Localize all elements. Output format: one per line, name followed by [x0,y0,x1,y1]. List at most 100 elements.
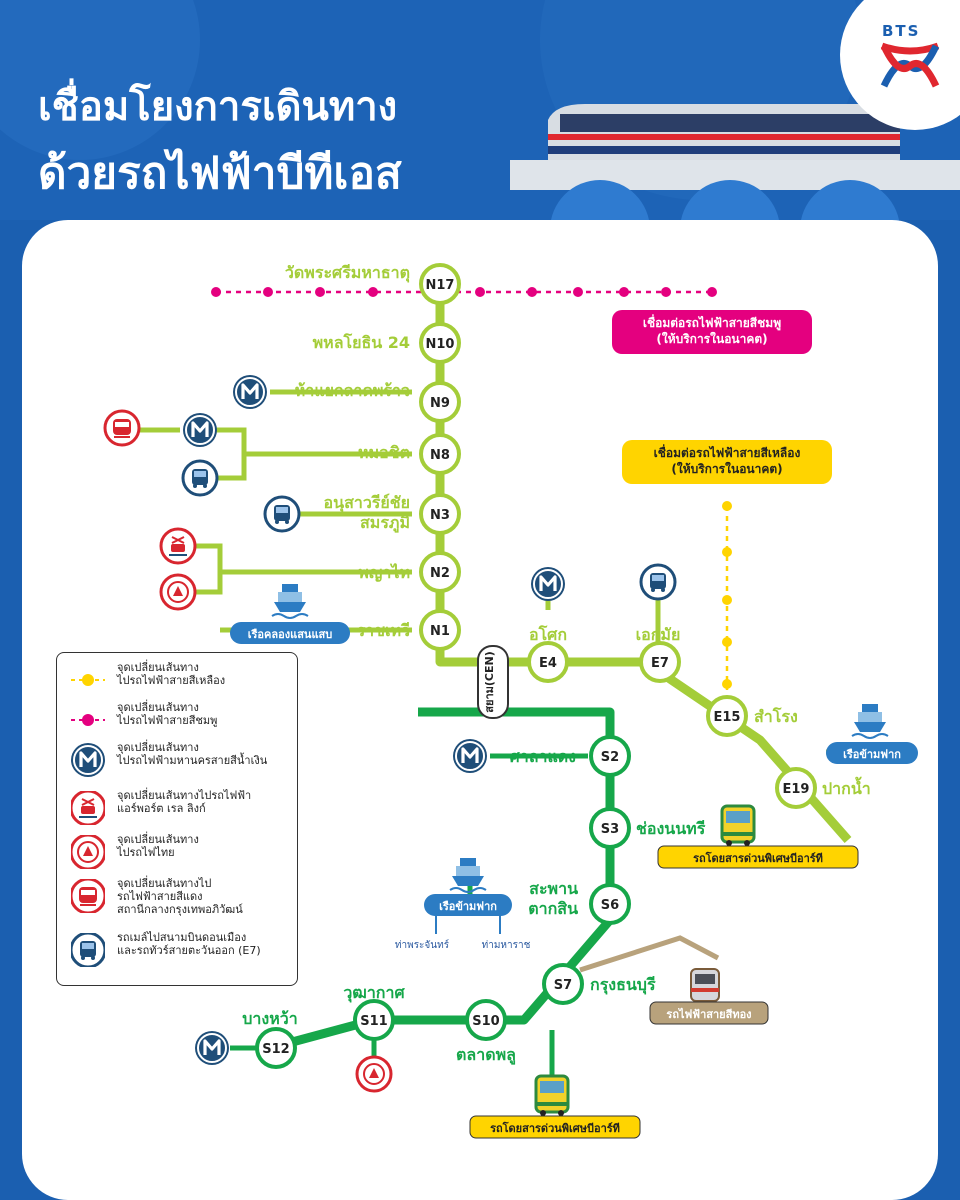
station-s3: S3 [589,807,631,849]
airport-rail-link-icon [159,527,197,565]
legend-item: จุดเปลี่ยนเส้นทาง ไปรถไฟไทย [69,833,291,873]
brt-s10-pill [469,1115,641,1139]
station-n8: N8 [419,433,461,475]
brt-bus-icon [720,804,756,848]
station-code-s6: S6 [601,898,619,913]
page-title-line2: ด้วยรถไฟฟ้าบีทีเอส [38,148,402,199]
bus-icon [69,931,107,969]
station-name-s3: ช่องนนทรี [636,819,706,838]
pink-callout-text: เชื่อมต่อรถไฟฟ้าสายสีชมพู(ให้บริการในอนา… [643,314,781,346]
mrt-m-icon [529,565,567,603]
station-code-n1: N1 [430,624,450,639]
pink-callout-box [612,310,812,354]
station-name-n3: อนุสาวรีย์ชัยสมรภูมิ [324,493,410,534]
station-s12: S12 [255,1027,297,1069]
station-code-e19: E19 [783,782,810,797]
pink-line-dots [211,287,717,297]
boat-saen-saep-pill [230,622,350,644]
legend-item: รถเมล์ไปสนามบินดอนเมือง และรถทัวร์สายตะว… [69,931,291,971]
station-code-n10: N10 [426,337,455,352]
station-code-n2: N2 [430,566,450,581]
station-name-e19: ปากน้ำ [822,776,871,798]
station-name-s2: ศาลาแดง [510,747,576,766]
station-n9: N9 [419,381,461,423]
station-code-s10: S10 [472,1014,499,1029]
airport-rail-link-icon [69,789,107,827]
legend-item-text: จุดเปลี่ยนเส้นทางไปรถไฟฟ้า แอร์พอร์ต เรล… [117,789,252,815]
ferry-e15-label: เรือข้ามฟาก [843,748,901,761]
yellow-line-dots [722,501,732,689]
gold-line-pill [649,1001,769,1025]
station-name-e7: เอกมัย [636,625,681,644]
brt-s3-pill [657,845,859,869]
boat-icon [851,703,889,739]
legend-item-text: จุดเปลี่ยนเส้นทาง ไปรถไฟฟ้ามหานครสายสีน้… [117,741,268,767]
yellow-callout-box [622,440,832,484]
ferry-s6-pill [424,894,512,916]
station-name-e15: สำโรง [754,706,798,726]
station-name-n1: ราชเทวี [357,621,410,640]
brt-s10-label: รถโดยสารด่วนพิเศษบีอาร์ที [490,1121,620,1135]
red-line-train-icon [103,409,141,447]
brt-s3-label: รถโดยสารด่วนพิเศษบีอาร์ที [693,851,823,865]
station-n3: N3 [419,493,461,535]
station-code-s3: S3 [601,822,619,837]
bts-logo: BTS [840,0,960,130]
yellow-dot-line-icon [71,663,105,697]
station-e4: E4 [527,641,569,683]
legend-item: จุดเปลี่ยนเส้นทาง ไปรถไฟฟ้าสายสีเหลือง [71,661,291,701]
legend-item: จุดเปลี่ยนเส้นทางไปรถไฟฟ้า แอร์พอร์ต เรล… [69,789,291,829]
legend-item-text: จุดเปลี่ยนเส้นทาง ไปรถไฟฟ้าสายสีเหลือง [117,661,226,687]
station-name-n2: พญาไท [358,563,410,583]
state-railway-icon [355,1055,393,1093]
legend-item: จุดเปลี่ยนเส้นทางไป รถไฟฟ้าสายสีแดง สถาน… [69,877,291,917]
bts-logo-icon [880,42,940,88]
ferry-s6-label: เรือข้ามฟาก [439,900,497,913]
station-name-n10: พหลโยธิน 24 [313,332,410,352]
station-code-n17: N17 [426,278,455,293]
station-name-n17: วัดพระศรีมหาธาตุ [285,263,410,283]
mrt-m-icon [231,373,269,411]
gold-line-track [579,935,720,973]
station-s2: S2 [589,735,631,777]
station-name-s12: บางหว้า [242,1009,297,1028]
state-railway-icon [159,573,197,611]
station-s6: S6 [589,883,631,925]
pier-right-label: ท่ามหาราช [482,940,531,951]
mrt-m-icon [181,411,219,449]
page-title-line1: เชื่อมโยงการเดินทาง [38,84,398,130]
station-name-s7: กรุงธนบุรี [590,975,656,995]
bus-icon [263,495,301,533]
mrt-m-icon [451,737,489,775]
station-n17: N17 [419,263,461,305]
station-name-e4: อโศก [529,624,567,644]
bus-icon [639,563,677,601]
station-code-e4: E4 [539,656,557,671]
station-cen: สยาม(CEN) [477,645,509,719]
station-name-n9: ห้าแยกลาดพร้าว [295,381,410,400]
legend-item-text: จุดเปลี่ยนเส้นทาง ไปรถไฟไทย [117,833,199,859]
station-s11: S11 [353,999,395,1041]
legend: จุดเปลี่ยนเส้นทาง ไปรถไฟฟ้าสายสีเหลืองจุ… [56,652,298,986]
pink-dot-line-icon [71,703,105,737]
mrt-m-icon [69,741,107,779]
legend-item: จุดเปลี่ยนเส้นทาง ไปรถไฟฟ้ามหานครสายสีน้… [69,741,291,781]
pier-left-label: ท่าพระจันทร์ [395,939,450,951]
boat-saen-saep-label: เรือคลองแสนแสบ [248,628,332,641]
legend-item-text: จุดเปลี่ยนเส้นทางไป รถไฟฟ้าสายสีแดง สถาน… [117,877,243,916]
station-e15: E15 [706,695,748,737]
station-name-s10: ตลาดพลู [456,1045,516,1066]
station-s10: S10 [465,999,507,1041]
station-code-s11: S11 [360,1014,387,1029]
station-e19: E19 [775,767,817,809]
station-name-n8: หมอชิต [358,443,410,462]
bus-icon [181,459,219,497]
station-code-s7: S7 [554,978,572,993]
station-code-n8: N8 [430,448,450,463]
station-name-s11: วุฒากาศ [343,983,405,1003]
gold-line-train-icon [690,968,720,1002]
station-code-e7: E7 [651,656,669,671]
station-n10: N10 [419,322,461,364]
red-line-train-icon [69,877,107,915]
